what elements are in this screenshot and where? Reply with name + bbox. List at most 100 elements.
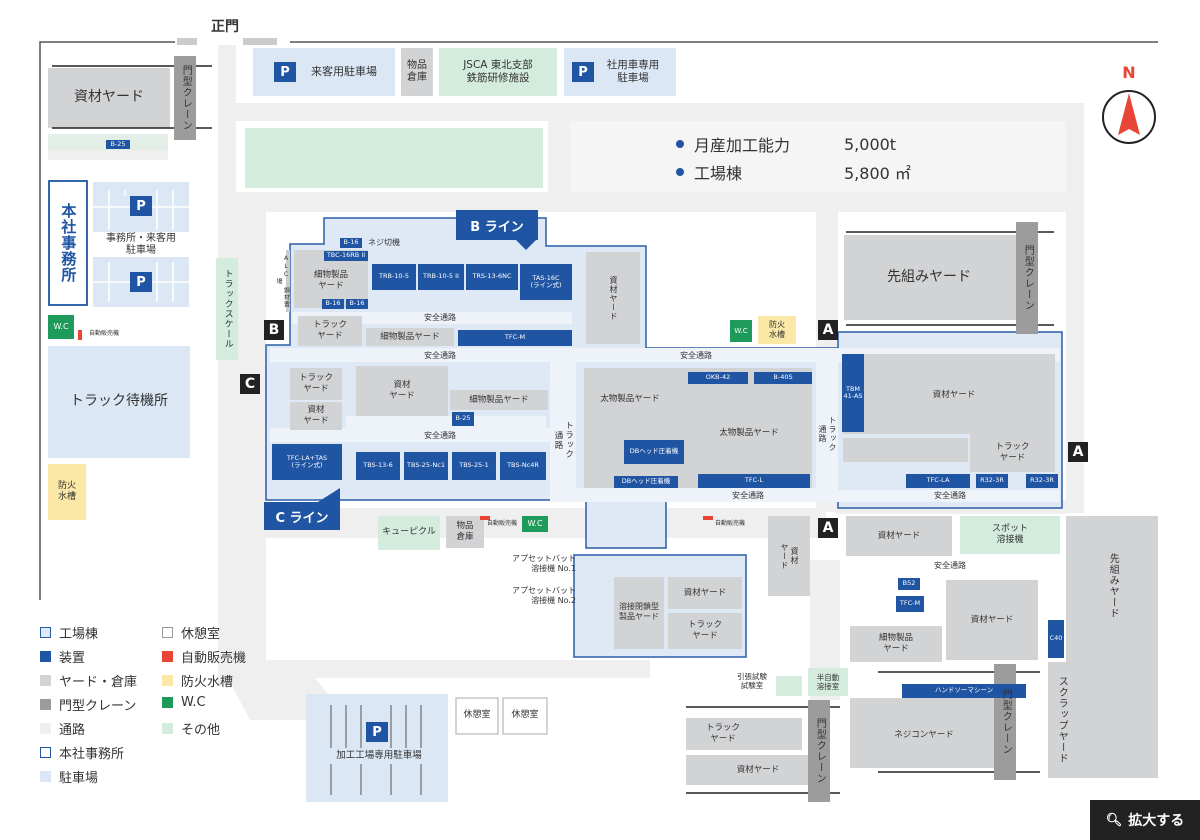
parking-icon: P: [274, 62, 296, 82]
legend-swatch: [162, 723, 173, 734]
truck-scale-label: トラックスケール: [222, 269, 233, 349]
legend-label: 休憩室: [181, 627, 221, 642]
truck-road-c: トラック 通路: [553, 421, 574, 459]
legend-item-fire_tank: 防火水槽: [162, 671, 233, 690]
small-product-yard-d: 細物製品 ヤード: [878, 633, 913, 654]
truck-yard-s: トラック ヤード: [687, 620, 722, 641]
parking-icon: P: [366, 722, 388, 742]
legend-label: 自動販売機: [181, 651, 247, 666]
legend-swatch: [40, 723, 51, 734]
bullet-icon: [676, 140, 684, 148]
legend-item-vending: 自動販売機: [162, 647, 246, 666]
marker-b: B: [264, 320, 284, 340]
legend-swatch: [40, 747, 51, 758]
material-yard-b: 資材ヤード: [609, 275, 618, 321]
equipment-tbs25nc1: TBS-25-Nc1: [404, 452, 448, 480]
material-yard-se2: 資材ヤード: [970, 614, 1014, 625]
legend-item-rest: 休憩室: [162, 623, 220, 642]
legend-label: 本社事務所: [59, 747, 125, 762]
legend-item-wc: W.C: [162, 695, 206, 710]
equipment-b16-b: B-16: [322, 299, 344, 309]
truck-yard-sw: トラック ヤード: [705, 723, 740, 744]
equipment-b40s: B-40S: [754, 372, 812, 384]
legend-swatch: [40, 627, 51, 638]
equipment-tbc: TBC-16RB II: [324, 251, 368, 261]
equipment-r32a: R32-3R: [976, 474, 1008, 488]
marker-a-bottom: A: [818, 518, 838, 538]
material-yard-top: 資材ヤード: [74, 89, 144, 106]
hq-label: 本社事務所: [59, 203, 78, 283]
material-yard-sv: 資材 ヤード: [780, 542, 799, 570]
building-value: 5,800 ㎡: [844, 164, 911, 183]
marker-a-top: A: [818, 320, 838, 340]
c-line-badge: C ライン: [264, 502, 340, 530]
thick-yard-1: 太物製品ヤード: [600, 393, 660, 404]
screw-cutting-label: ネジ切機: [368, 238, 400, 247]
compass-north-label: N: [1122, 63, 1136, 82]
tensile-label: 引張試験 試験室: [737, 671, 767, 690]
legend-label: 門型クレーン: [59, 699, 137, 714]
legend-swatch: [162, 651, 173, 662]
material-yard-e: 資材ヤード: [932, 389, 976, 400]
equipment-tbs13: TBS-13-6: [356, 452, 400, 480]
material-yard-c2: 資材 ヤード: [389, 380, 415, 401]
parking-icon: P: [572, 62, 594, 82]
vending-label: 自動販売機: [714, 520, 745, 528]
wc-label: W.C: [527, 519, 543, 528]
goods-warehouse-label: 物品 倉庫: [407, 59, 427, 84]
goods-warehouse-label: 物品 倉庫: [456, 521, 474, 542]
fire-tank-label: 防火 水槽: [57, 480, 76, 502]
legend-label: 駐車場: [59, 771, 99, 786]
equipment-tfcla: TFC-LA: [906, 474, 970, 488]
legend-item-other: その他: [162, 719, 220, 738]
safety-road-e: 安全通路: [934, 491, 966, 500]
thick-yard-2: 太物製品ヤード: [719, 427, 779, 438]
bullet-icon: [676, 168, 684, 176]
marker-c: C: [240, 374, 260, 394]
safety-road-m: 安全通路: [732, 491, 764, 500]
truck-road-m: トラック 通路: [818, 416, 837, 452]
safety-road-b: 安全通路: [424, 313, 456, 322]
equipment-b52: B52: [898, 578, 920, 590]
wc-label: W.C: [53, 322, 69, 331]
gate-crane-label: 門型クレーン: [814, 718, 826, 784]
legend-item-factory: 工場棟: [40, 623, 98, 642]
safety-road-c1: 安全通路: [424, 351, 456, 360]
safety-road-se: 安全通路: [934, 561, 966, 570]
wc-label: W.C: [734, 326, 748, 335]
b-line-badge: B ライン: [456, 210, 538, 240]
equipment-b25: B-25: [452, 412, 474, 426]
cubicle-label: キューピクル: [382, 527, 436, 538]
legend-label: その他: [181, 723, 221, 738]
legend-item-hq: 本社事務所: [40, 743, 124, 762]
small-product-yard-a: 細物製品 ヤード: [313, 270, 348, 291]
capacity-row: 月産加工能力 5,000t: [676, 132, 896, 156]
equipment-tbm: TBM 41-AS: [842, 354, 864, 432]
expand-button[interactable]: 🔍︎ 拡大する: [1090, 800, 1200, 840]
truck-yard-c: トラック ヤード: [298, 373, 333, 394]
equipment-hand-sawing: ハンドソーマシーン: [902, 684, 1026, 698]
semi-auto-label: 半自動 溶接室: [816, 672, 840, 691]
legend-swatch: [40, 771, 51, 782]
equipment-b25-top: B-25: [106, 140, 130, 149]
building-label: 工場棟: [694, 164, 743, 183]
truck-yard-e: トラック ヤード: [995, 442, 1030, 463]
legend-swatch: [40, 651, 51, 662]
equipment-r32b: R32-3R: [1026, 474, 1058, 488]
legend-swatch: [40, 675, 51, 686]
equipment-trb10ii: TRB-10-5 II: [418, 264, 464, 290]
rest-room-label: 休憩室: [463, 710, 491, 721]
magnifier-icon: 🔍︎: [1105, 812, 1123, 828]
equipment-db2: DBヘッド圧着機: [614, 476, 678, 488]
equipment-db1: DBヘッド圧着機: [624, 440, 684, 464]
expand-button-label: 拡大する: [1128, 813, 1185, 829]
company-car-parking-label: 社用車専用 駐車場: [606, 58, 660, 84]
spot-weld-label: スポット 溶接機: [991, 523, 1028, 545]
parking-icon: P: [130, 196, 152, 216]
material-yard-s: 資材ヤード: [683, 587, 727, 598]
marker-a-right: A: [1068, 442, 1088, 462]
legend-swatch: [162, 627, 173, 638]
gate-crane-label: 門型クレーン: [180, 65, 192, 131]
legend-item-parking: 駐車場: [40, 767, 98, 786]
precut-yard-label: 先組みヤード: [887, 268, 971, 285]
